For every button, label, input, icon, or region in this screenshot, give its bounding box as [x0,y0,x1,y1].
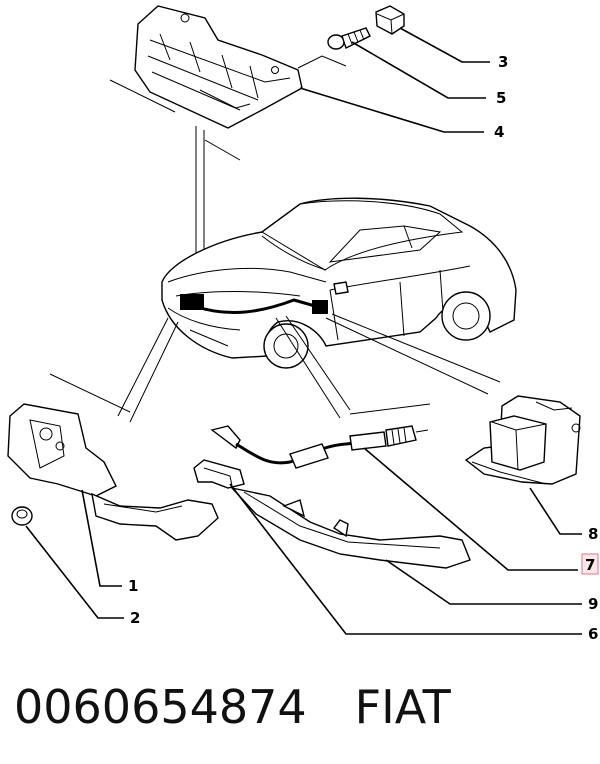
callout-6: 6 [588,625,598,643]
part-5-screw [327,27,371,50]
callout-9: 9 [588,595,598,613]
callout-7-highlight [581,553,599,575]
part-7-cable [210,425,429,469]
parts-diagram: 3 5 4 1 2 6 7 9 8 [7,5,599,643]
lower-leader [117,317,179,423]
callout-5: 5 [496,89,506,107]
callout-2: 2 [130,609,140,627]
callout-3: 3 [498,53,508,71]
callout-labels: 3 5 4 1 2 6 7 9 8 [128,53,599,643]
brand-name: FIAT [354,680,451,734]
part-4-bracket [134,5,303,129]
part-2-nut [11,506,33,526]
part-3-nut [375,5,405,35]
part-1-latch [7,403,219,541]
part-8-housing [464,395,581,485]
part-6-clip [193,459,245,489]
callout-leaders [25,27,582,635]
car-illustration [161,197,517,369]
part-9-guide [229,486,471,569]
callout-4: 4 [494,123,504,141]
caption: 0060654874 FIAT [14,672,594,742]
callout-1: 1 [128,577,138,595]
callout-7: 7 [585,556,595,574]
callout-8: 8 [588,525,598,543]
part-number: 0060654874 [14,680,307,734]
